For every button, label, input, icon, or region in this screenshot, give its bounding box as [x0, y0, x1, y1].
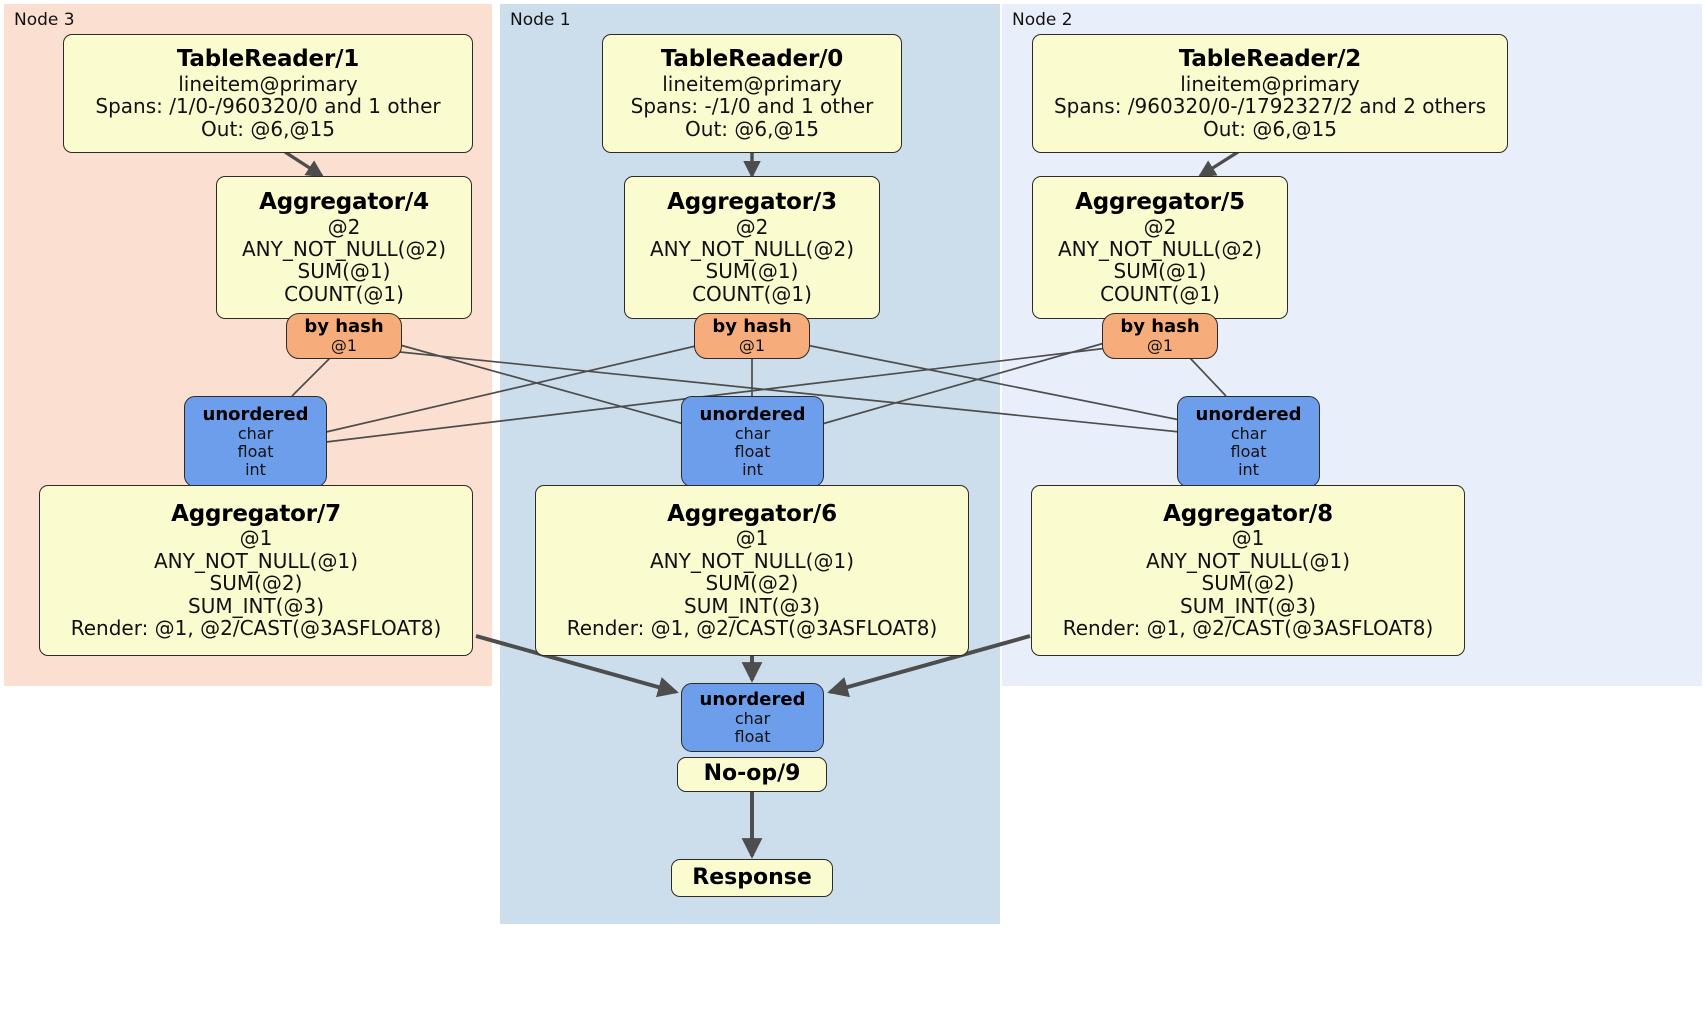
processor-func: COUNT(@1) [692, 281, 812, 306]
processor-out: Out: @6,@15 [1203, 116, 1337, 141]
processor-render: Render: @1, @2/CAST(@3ASFLOAT8) [1062, 615, 1434, 640]
router-type: char [734, 708, 771, 728]
node-panel-label-node1: Node 1 [510, 10, 571, 30]
processor-out: Out: @6,@15 [201, 116, 335, 141]
processor-source: lineitem@primary [178, 71, 358, 96]
processor-func: SUM(@1) [705, 259, 799, 284]
router-type: float [734, 726, 771, 746]
router-type: float [734, 441, 771, 461]
processor-func: ANY_NOT_NULL(@1) [650, 548, 854, 573]
router-type: float [237, 441, 274, 461]
processor-func: ANY_NOT_NULL(@1) [154, 548, 358, 573]
response-title: Response [692, 864, 812, 890]
router-type: int [742, 459, 763, 479]
processor-group: @1 [1231, 526, 1265, 551]
router-title: unordered [1195, 403, 1302, 425]
processor-title: Aggregator/7 [171, 500, 341, 527]
processor-table-reader-2[interactable]: TableReader/2 lineitem@primary Spans: /9… [1032, 34, 1508, 153]
processor-spans: Spans: /960320/0-/1792327/2 and 2 others [1053, 94, 1486, 119]
router-type: char [734, 423, 771, 443]
processor-group: @2 [735, 214, 769, 239]
router-unordered-8[interactable]: unordered char float int [1177, 396, 1320, 487]
processor-no-op-9[interactable]: No-op/9 [677, 757, 827, 792]
processor-func: SUM(@1) [297, 259, 391, 284]
processor-aggregator-6[interactable]: Aggregator/6 @1 ANY_NOT_NULL(@1) SUM(@2)… [535, 485, 969, 656]
processor-aggregator-5[interactable]: Aggregator/5 @2 ANY_NOT_NULL(@2) SUM(@1)… [1032, 176, 1288, 319]
processor-func: ANY_NOT_NULL(@2) [650, 236, 854, 261]
processor-title: TableReader/2 [1178, 46, 1362, 73]
processor-source: lineitem@primary [1180, 71, 1360, 96]
processor-source: lineitem@primary [662, 71, 842, 96]
router-type: int [245, 459, 266, 479]
processor-title: Aggregator/3 [667, 188, 837, 215]
processor-title: Aggregator/4 [259, 188, 429, 215]
processor-group: @1 [735, 526, 769, 551]
processor-spans: Spans: /1/0-/960320/0 and 1 other [95, 94, 441, 119]
router-title: by hash [712, 315, 792, 337]
processor-aggregator-7[interactable]: Aggregator/7 @1 ANY_NOT_NULL(@1) SUM(@2)… [39, 485, 473, 656]
router-type: char [237, 423, 274, 443]
router-detail: @1 [330, 336, 358, 356]
processor-func: SUM(@2) [705, 571, 799, 596]
processor-group: @2 [327, 214, 361, 239]
router-type: float [1230, 441, 1267, 461]
processor-func: SUM_INT(@3) [188, 593, 324, 618]
processor-func: SUM(@1) [1113, 259, 1207, 284]
router-unordered-final[interactable]: unordered char float [681, 683, 824, 752]
processor-out: Out: @6,@15 [685, 116, 819, 141]
router-detail: @1 [1146, 336, 1174, 356]
router-type: int [1238, 459, 1259, 479]
processor-title: Aggregator/5 [1075, 188, 1245, 215]
processor-title: TableReader/0 [660, 46, 844, 73]
processor-group: @2 [1143, 214, 1177, 239]
processor-func: SUM_INT(@3) [1180, 593, 1316, 618]
processor-render: Render: @1, @2/CAST(@3ASFLOAT8) [70, 615, 442, 640]
processor-func: ANY_NOT_NULL(@2) [242, 236, 446, 261]
node-panel-label-node3: Node 3 [14, 10, 75, 30]
processor-render: Render: @1, @2/CAST(@3ASFLOAT8) [566, 615, 938, 640]
router-unordered-7[interactable]: unordered char float int [184, 396, 327, 487]
node-panel-label-node2: Node 2 [1012, 10, 1073, 30]
router-by-hash-3[interactable]: by hash @1 [694, 313, 810, 359]
router-by-hash-5[interactable]: by hash @1 [1102, 313, 1218, 359]
processor-table-reader-1[interactable]: TableReader/1 lineitem@primary Spans: /1… [63, 34, 473, 153]
processor-func: SUM(@2) [1201, 571, 1295, 596]
processor-func: COUNT(@1) [284, 281, 404, 306]
processor-aggregator-8[interactable]: Aggregator/8 @1 ANY_NOT_NULL(@1) SUM(@2)… [1031, 485, 1465, 656]
processor-func: COUNT(@1) [1100, 281, 1220, 306]
processor-title: Aggregator/6 [667, 500, 837, 527]
router-by-hash-4[interactable]: by hash @1 [286, 313, 402, 359]
router-unordered-6[interactable]: unordered char float int [681, 396, 824, 487]
processor-table-reader-0[interactable]: TableReader/0 lineitem@primary Spans: -/… [602, 34, 902, 153]
processor-title: No-op/9 [703, 761, 801, 787]
router-title: unordered [202, 403, 309, 425]
processor-aggregator-4[interactable]: Aggregator/4 @2 ANY_NOT_NULL(@2) SUM(@1)… [216, 176, 472, 319]
router-detail: @1 [738, 336, 766, 356]
processor-group: @1 [239, 526, 273, 551]
router-title: by hash [304, 315, 384, 337]
processor-title: TableReader/1 [176, 46, 360, 73]
processor-title: Aggregator/8 [1163, 500, 1333, 527]
router-title: unordered [699, 403, 806, 425]
router-title: by hash [1120, 315, 1200, 337]
processor-aggregator-3[interactable]: Aggregator/3 @2 ANY_NOT_NULL(@2) SUM(@1)… [624, 176, 880, 319]
router-title: unordered [699, 688, 806, 710]
processor-func: ANY_NOT_NULL(@2) [1058, 236, 1262, 261]
processor-func: ANY_NOT_NULL(@1) [1146, 548, 1350, 573]
node-response[interactable]: Response [671, 859, 833, 897]
processor-spans: Spans: -/1/0 and 1 other [630, 94, 874, 119]
processor-func: SUM(@2) [209, 571, 303, 596]
router-type: char [1230, 423, 1267, 443]
processor-func: SUM_INT(@3) [684, 593, 820, 618]
